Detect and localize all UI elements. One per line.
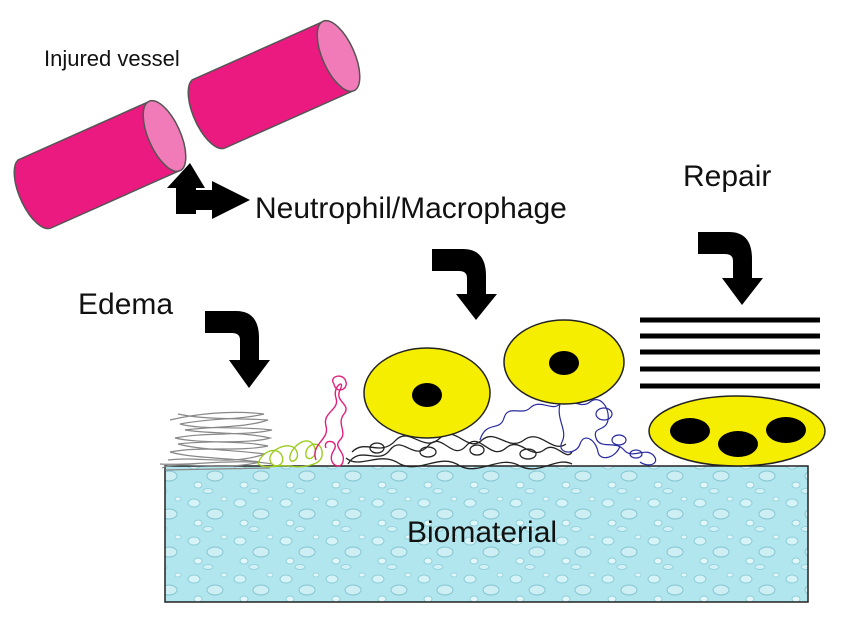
collagen-lines (640, 317, 820, 389)
edema-fibers (159, 411, 273, 471)
protein-blue (479, 399, 657, 466)
double-arrow-icon (167, 163, 250, 219)
fibrin-green (257, 440, 323, 468)
vessel-left-end (142, 99, 187, 173)
giant-cell (648, 395, 826, 467)
fibrin-pink (314, 375, 347, 467)
cell-nucleus (549, 351, 579, 375)
cell-nucleus (718, 431, 758, 457)
edema-label: Edema (78, 288, 174, 321)
vessel-right-end (316, 19, 361, 93)
neutrophil-macrophage-label: Neutrophil/Macrophage (255, 192, 567, 225)
cell-nucleus (766, 417, 806, 443)
cell-nucleus (412, 383, 442, 407)
curved-arrow-icon (205, 311, 270, 388)
injured-vessel-label: Injured vessel (44, 46, 180, 71)
macrophage-cell (503, 319, 625, 405)
curved-arrow-icon (698, 232, 763, 305)
biomaterial-label: Biomaterial (407, 516, 558, 549)
repair-label: Repair (683, 160, 772, 193)
neutrophil-cell (363, 347, 491, 439)
biomaterial-block (164, 465, 809, 603)
vessel-segment-left (13, 99, 187, 230)
cell-nucleus (670, 418, 710, 444)
curved-arrow-icon (432, 249, 497, 320)
vessel-segment-right (187, 19, 361, 150)
protein-black (345, 433, 573, 470)
